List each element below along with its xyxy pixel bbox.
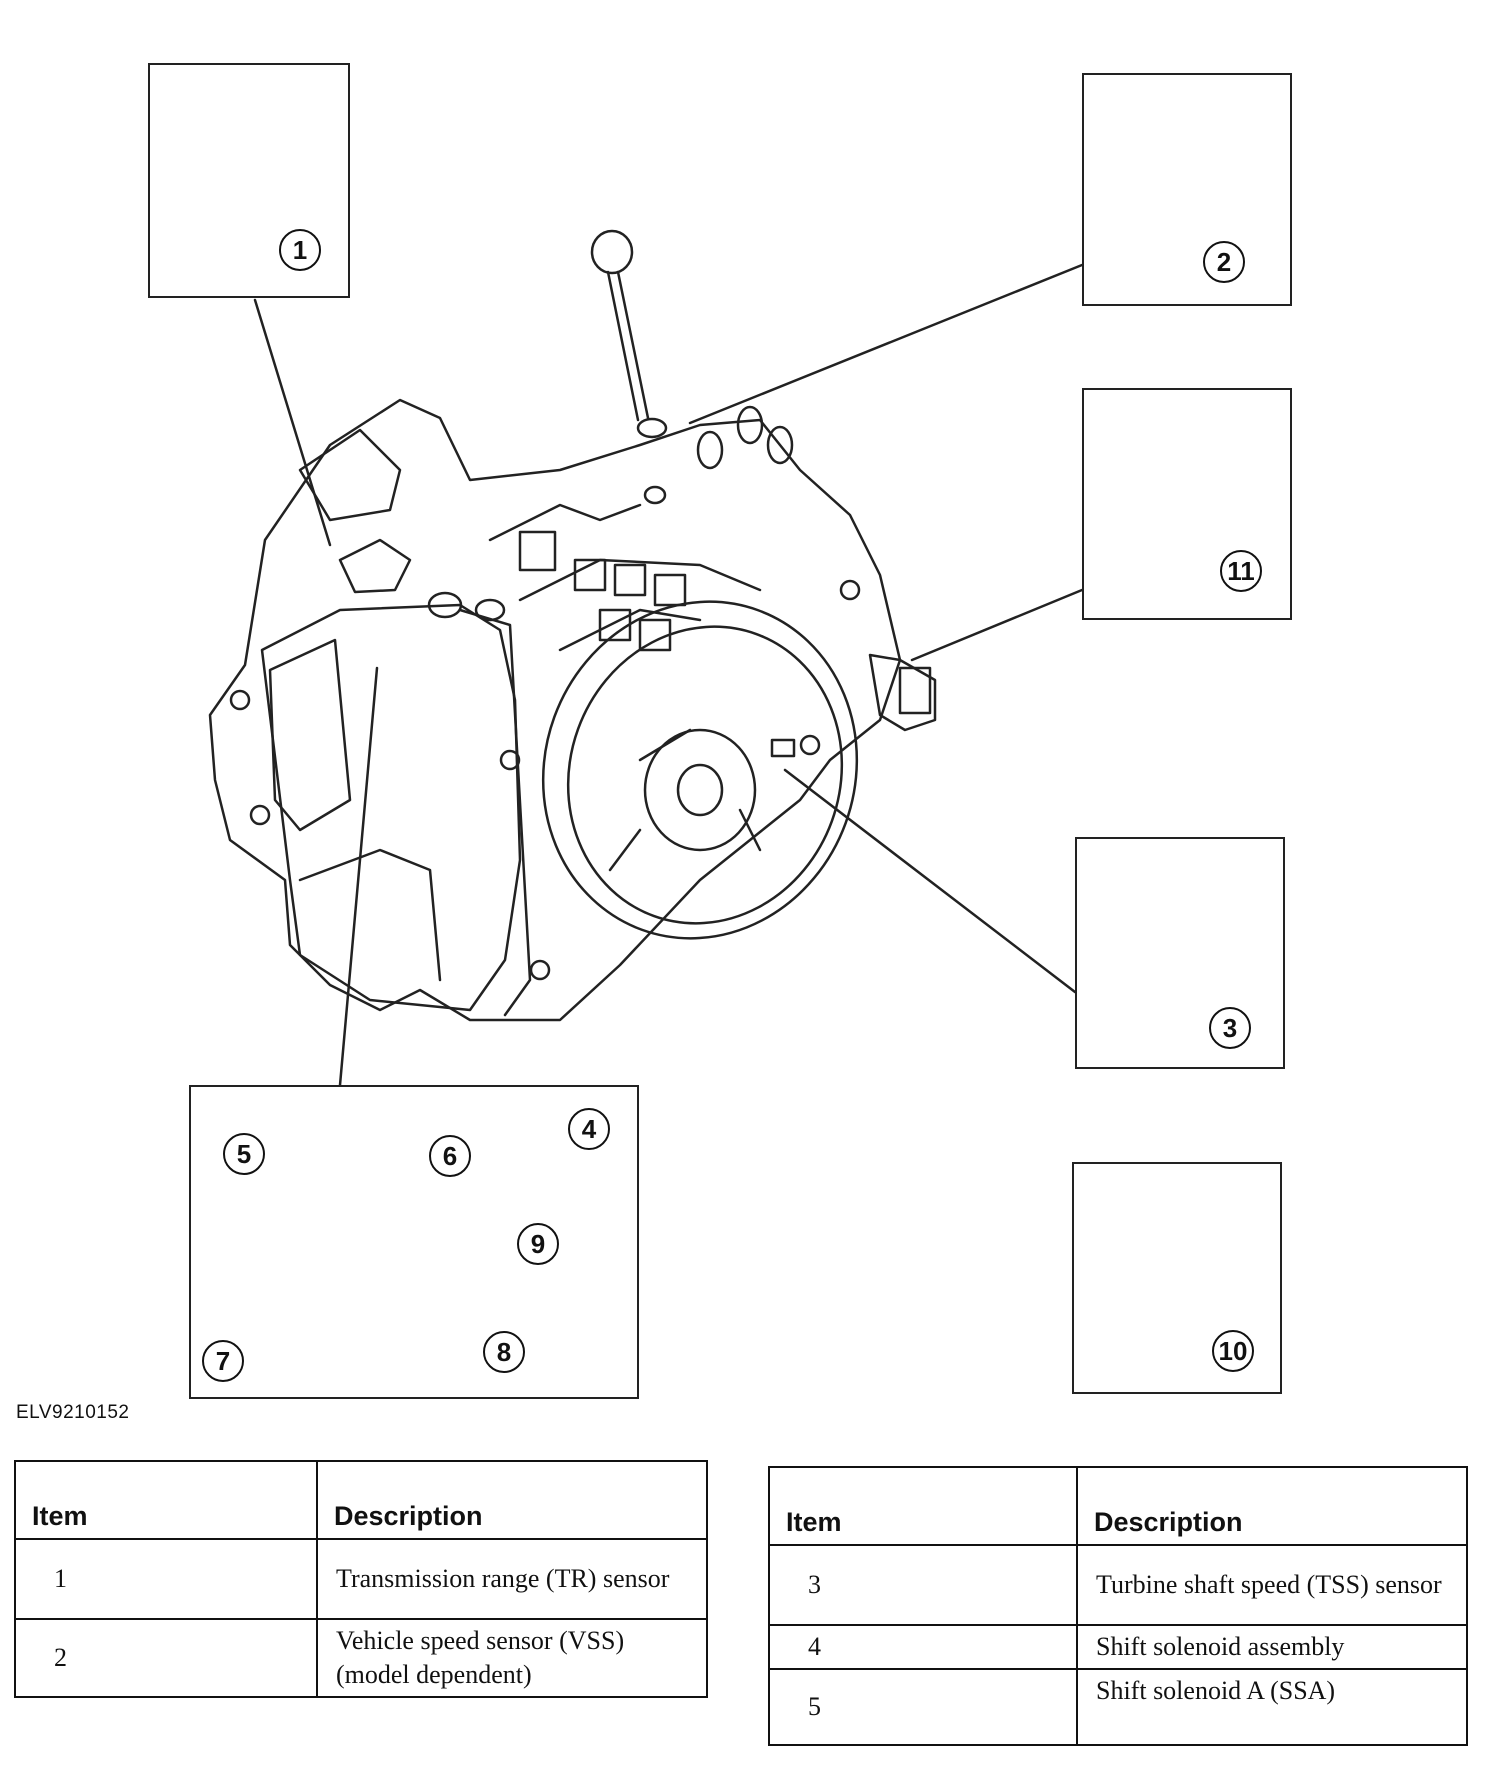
inset-box-3: 3 — [1075, 837, 1285, 1069]
item-number: 3 — [768, 1544, 1078, 1626]
inset-box-11: 11 — [1082, 388, 1292, 620]
legend-table-left: Item Description 1 Transmission range (T… — [14, 1460, 708, 1698]
column-header-item: Item — [768, 1466, 1078, 1546]
callout-9: 9 — [517, 1223, 559, 1265]
leader-line-2 — [688, 263, 1084, 425]
callout-3: 3 — [1209, 1007, 1251, 1049]
callout-5: 5 — [223, 1133, 265, 1175]
leader-line-1 — [253, 298, 332, 547]
legend-table-right: Item Description 3 Turbine shaft speed (… — [768, 1466, 1468, 1746]
item-number: 1 — [14, 1538, 318, 1620]
item-description: Shift solenoid assembly — [1076, 1624, 1468, 1670]
leader-line-3 — [783, 768, 1077, 994]
table-row: 1 Transmission range (TR) sensor — [14, 1538, 708, 1620]
item-description: Transmission range (TR) sensor — [316, 1538, 708, 1620]
column-header-description: Description — [1076, 1466, 1468, 1546]
item-description: Turbine shaft speed (TSS) sensor — [1076, 1544, 1468, 1626]
item-number: 4 — [768, 1624, 1078, 1670]
item-number: 2 — [14, 1618, 318, 1698]
dipstick-drawing — [590, 229, 668, 439]
item-number: 5 — [768, 1668, 1078, 1746]
figure-code: ELV9210152 — [16, 1402, 130, 1423]
item-description: Vehicle speed sensor (VSS) (model depend… — [316, 1618, 708, 1698]
callout-2: 2 — [1203, 241, 1245, 283]
table-row: 2 Vehicle speed sensor (VSS) (model depe… — [14, 1618, 708, 1698]
column-header-item: Item — [14, 1460, 318, 1540]
callout-6: 6 — [429, 1135, 471, 1177]
flexplate-drawing — [541, 600, 937, 940]
table-header-row: Item Description — [14, 1460, 708, 1540]
table-row: 4 Shift solenoid assembly — [768, 1624, 1468, 1670]
leader-line-4 — [338, 666, 379, 1087]
inset-box-1: 1 — [148, 63, 350, 298]
inset-box-2: 2 — [1082, 73, 1292, 306]
transmission-housing-drawing — [208, 398, 902, 1022]
table-header-row: Item Description — [768, 1466, 1468, 1546]
callout-7: 7 — [202, 1340, 244, 1382]
item-description: Shift solenoid A (SSA) — [1076, 1668, 1468, 1746]
inset-box-10: 10 — [1072, 1162, 1282, 1394]
inset-box-4: 4 5 6 9 7 8 — [189, 1085, 639, 1399]
callout-4: 4 — [568, 1108, 610, 1150]
column-header-description: Description — [316, 1460, 708, 1540]
transmission-illustration — [170, 88, 1284, 1352]
table-row: 3 Turbine shaft speed (TSS) sensor — [768, 1544, 1468, 1626]
callout-8: 8 — [483, 1331, 525, 1373]
leader-line-11 — [910, 588, 1084, 662]
callout-10: 10 — [1212, 1330, 1254, 1372]
callout-11: 11 — [1220, 550, 1262, 592]
callout-1: 1 — [279, 229, 321, 271]
table-row: 5 Shift solenoid A (SSA) — [768, 1668, 1468, 1746]
